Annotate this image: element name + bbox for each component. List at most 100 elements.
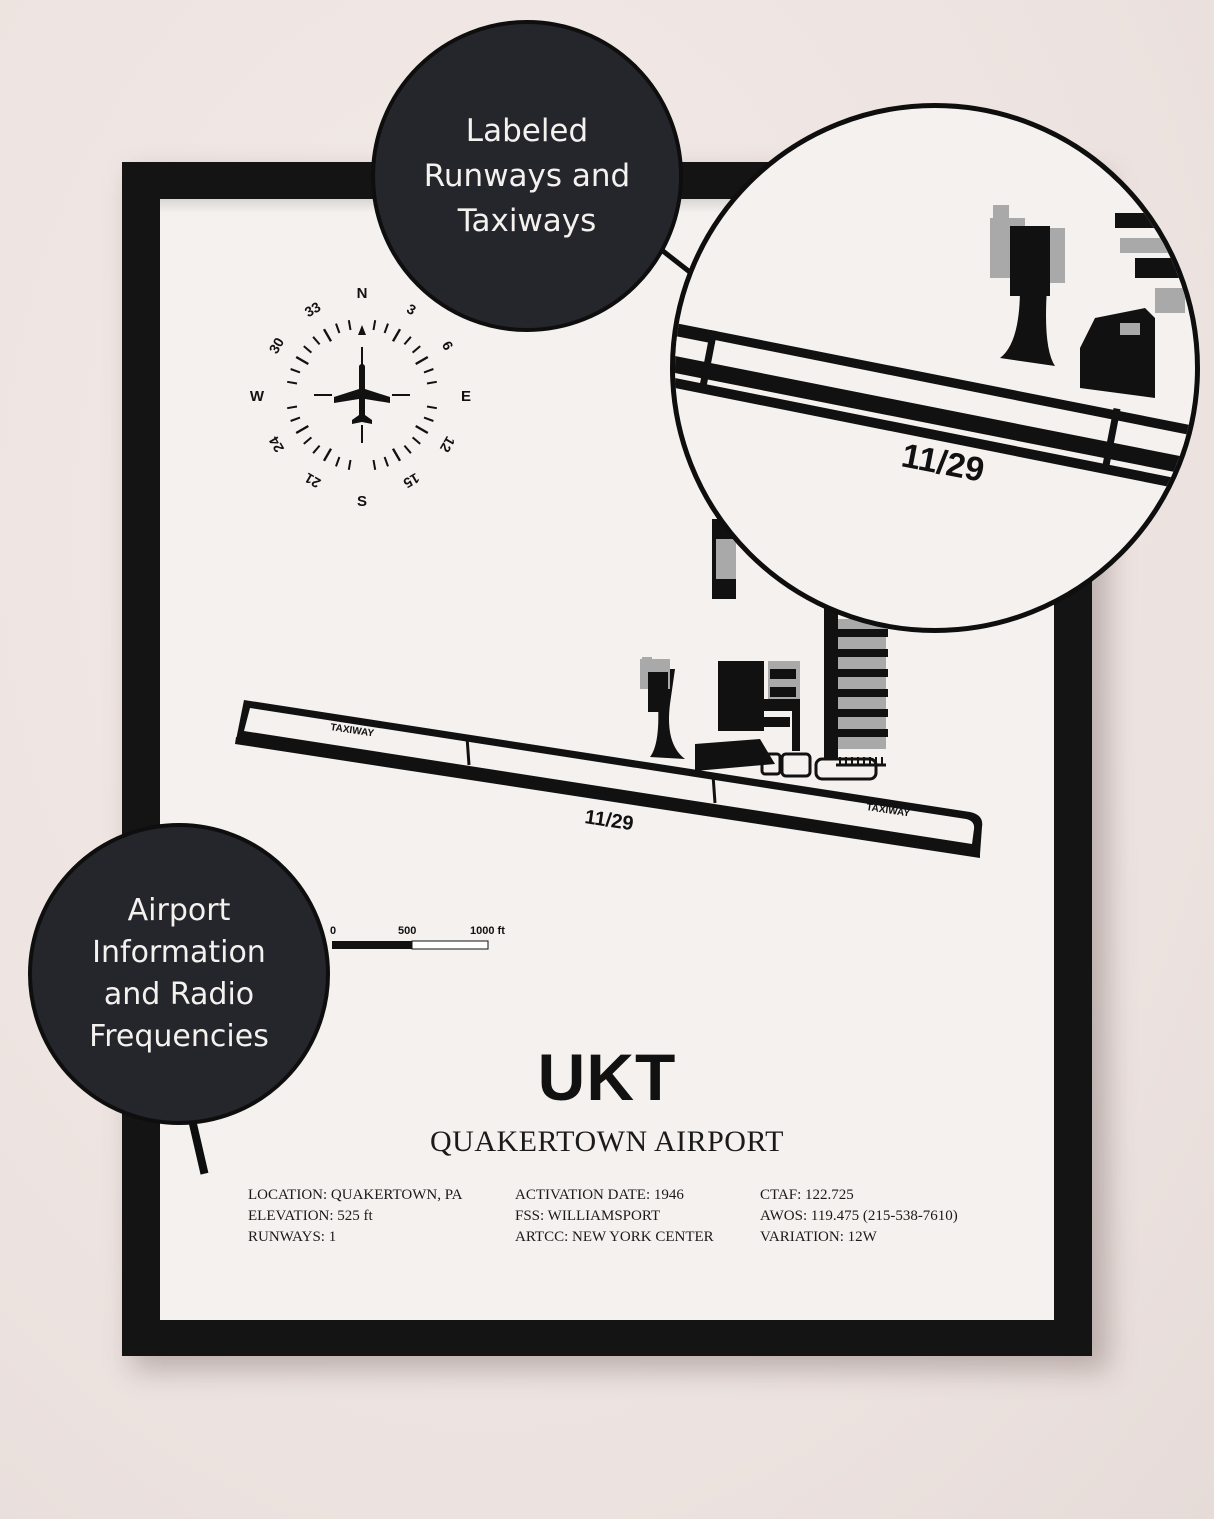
callout-info-line3: and Radio — [103, 977, 255, 1012]
zoom-separator-1 — [699, 329, 718, 386]
compass-tick — [287, 380, 298, 385]
compass-tick — [411, 345, 421, 354]
hangar-1-small — [642, 657, 652, 667]
building-bar-3 — [792, 701, 800, 751]
compass-tick — [347, 320, 352, 331]
building-stripe-1 — [770, 669, 796, 679]
zoom-apron — [1080, 308, 1155, 398]
hangar-row-5 — [836, 709, 888, 717]
building-block-b — [768, 661, 800, 705]
apron-buildings — [640, 519, 888, 781]
hangar-row-3 — [836, 669, 888, 677]
zoom-runway-edge — [675, 378, 1195, 492]
compass-deg-6: 6 — [439, 338, 457, 353]
building-bar-2 — [720, 717, 790, 727]
compass-tick — [335, 323, 341, 334]
zoom-building-bar-4 — [1155, 288, 1185, 313]
hangar-row-spine — [824, 599, 838, 759]
callout-info: Airport Information and Radio Frequencie… — [28, 823, 330, 1125]
compass-tick — [322, 328, 333, 342]
building-bar-1 — [720, 699, 800, 711]
compass-tick — [383, 323, 389, 334]
zoom-hangar-small — [993, 205, 1009, 221]
scale-white-segment — [411, 940, 489, 950]
compass-rose: N E S W 3 6 12 15 21 24 30 33 — [250, 285, 471, 510]
info-variation: VARIATION: 12W — [760, 1229, 877, 1245]
tiedown-ticks — [839, 757, 883, 765]
compass-e: E — [461, 388, 471, 405]
compass-tick — [295, 355, 309, 366]
compass-tick — [372, 320, 377, 331]
callout-info-line1: Airport — [127, 893, 231, 928]
airplane-icon — [334, 364, 390, 424]
zoom-diagram: 11/29 — [675, 205, 1195, 492]
info-ctaf: CTAF: 122.725 — [760, 1187, 854, 1203]
info-column-2: ACTIVATION DATE: 1946 FSS: WILLIAMSPORT … — [515, 1185, 714, 1248]
compass-tick — [423, 416, 434, 422]
callout-info-line2: Information — [92, 935, 266, 970]
compass-deg-30: 30 — [265, 335, 287, 357]
taxiway-surface — [244, 708, 975, 844]
info-artcc: ARTCC: NEW YORK CENTER — [515, 1229, 714, 1245]
scale-black-segment — [332, 941, 412, 949]
zoom-building-bar-1 — [1115, 213, 1185, 228]
compass-tick — [347, 459, 352, 470]
airport-name: QUAKERTOWN AIRPORT — [429, 1125, 784, 1158]
taxiway-separator-2 — [711, 774, 717, 804]
info-runways: RUNWAYS: 1 — [248, 1229, 337, 1245]
info-column-3: CTAF: 122.725 AWOS: 119.475 (215-538-761… — [760, 1185, 958, 1248]
callout-runways-line2: Runways and — [423, 157, 631, 194]
compass-tick — [415, 424, 429, 435]
airport-diagram: N E S W 3 6 12 15 21 24 30 33 TAXIWAY TA… — [235, 285, 983, 950]
info-elevation: ELEVATION: 525 ft — [248, 1208, 373, 1224]
scale-end: 1000 ft — [470, 925, 505, 937]
zoom-building-small — [1120, 323, 1140, 335]
hangar-row-gray — [838, 619, 886, 749]
compass-tick — [290, 368, 301, 374]
zoom-taxiway-inner — [675, 336, 1195, 460]
info-location: LOCATION: QUAKERTOWN, PA — [248, 1187, 463, 1203]
compass-tick — [372, 459, 377, 470]
building-stripe-2 — [770, 687, 796, 697]
callout-runways-line1: Labeled — [465, 112, 589, 149]
zoom-separator-2 — [1102, 407, 1121, 467]
compass-deg-24: 24 — [265, 434, 287, 456]
compass-tick — [426, 405, 437, 410]
compass-w: W — [250, 388, 265, 405]
hangar-1 — [648, 672, 668, 712]
scale-bar: 0 500 1000 ft — [330, 925, 505, 950]
callout-runways: Labeled Runways and Taxiways — [371, 20, 683, 332]
info-awos: AWOS: 119.475 (215-538-7610) — [760, 1208, 958, 1224]
compass-tick — [383, 456, 389, 467]
compass-tick — [391, 328, 402, 342]
zoom-magnifier: 11/29 — [670, 103, 1200, 633]
runway-label: 11/29 — [583, 806, 635, 835]
callout-info-line4: Frequencies — [89, 1019, 269, 1054]
compass-deg-12: 12 — [437, 434, 459, 456]
hangar-row-1 — [836, 629, 888, 637]
apron-loop-1 — [760, 752, 782, 776]
scale-mid: 500 — [398, 925, 416, 937]
runway-edge — [235, 737, 980, 858]
compass-s: S — [357, 493, 367, 510]
info-activation: ACTIVATION DATE: 1946 — [515, 1187, 684, 1203]
terminal-gray — [716, 539, 736, 579]
taxiway-separator-1 — [465, 736, 471, 766]
compass-tick — [287, 405, 298, 410]
scale-zero: 0 — [330, 925, 336, 937]
north-arrow-icon — [358, 325, 366, 335]
compass-tick — [403, 444, 412, 454]
compass-tick — [312, 444, 321, 454]
compass-deg-15: 15 — [401, 470, 423, 492]
compass-tick — [426, 380, 437, 385]
zoom-building-bar-2 — [1120, 238, 1185, 253]
compass-tick — [303, 345, 313, 354]
runway-system: TAXIWAY TAXIWAY 11/29 — [235, 700, 983, 858]
callout-runways-line3: Taxiways — [457, 202, 597, 239]
compass-tick — [411, 436, 421, 445]
compass-tick — [415, 355, 429, 366]
compass-tick — [335, 456, 341, 467]
compass-tick — [303, 436, 313, 445]
compass-deg-3: 3 — [404, 300, 419, 318]
airport-code: UKT — [537, 1040, 677, 1114]
